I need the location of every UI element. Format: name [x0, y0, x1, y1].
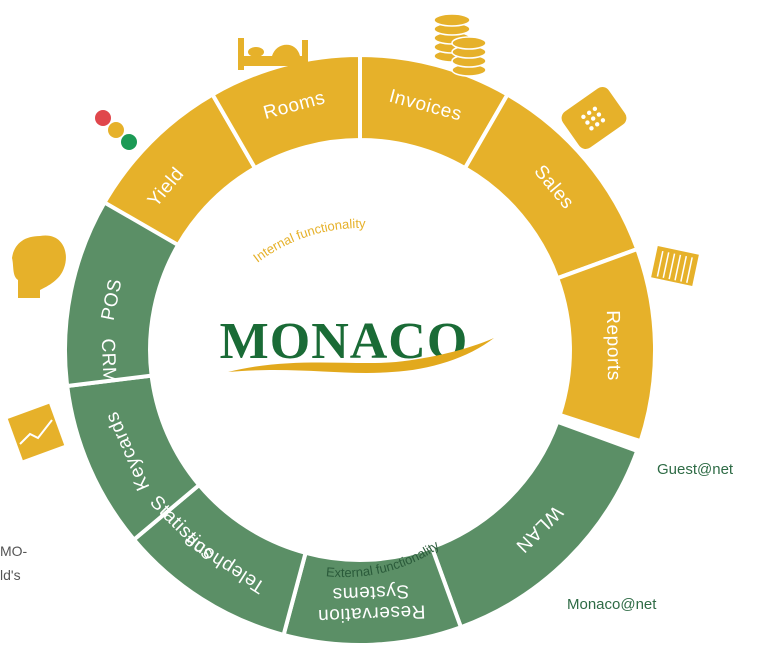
ring-segments: [63, 52, 657, 647]
monaco-at-net-label: Monaco@net: [567, 596, 657, 613]
internal-caption-text: Internal functionality: [250, 216, 366, 265]
head-silhouette-icon: [12, 235, 66, 298]
traffic-light-dots-icon: [95, 110, 137, 150]
clipped-text-line-1: MO-: [0, 543, 28, 559]
external-pos-segment: [63, 199, 181, 389]
guest-at-net-label: Guest@net: [657, 461, 734, 478]
internal-reports-segment: [554, 246, 657, 444]
bed-icon: [238, 38, 308, 70]
clipped-text-line-2: ld's: [0, 567, 21, 583]
document-stack-icon: [651, 245, 699, 287]
internal-crm-label: CRM: [97, 338, 120, 384]
rising-chart-icon: [7, 403, 65, 461]
logo-swoosh: [228, 338, 494, 373]
internal-functionality-caption: Internal functionality: [250, 216, 366, 265]
card-terminal-icon: [561, 87, 627, 149]
external-reservation-systems-label: ReservationSystems: [316, 579, 426, 626]
coin-stack-icon: [433, 13, 487, 77]
internal-reports-label: Reports: [602, 310, 624, 381]
segment-icons: [7, 13, 699, 461]
